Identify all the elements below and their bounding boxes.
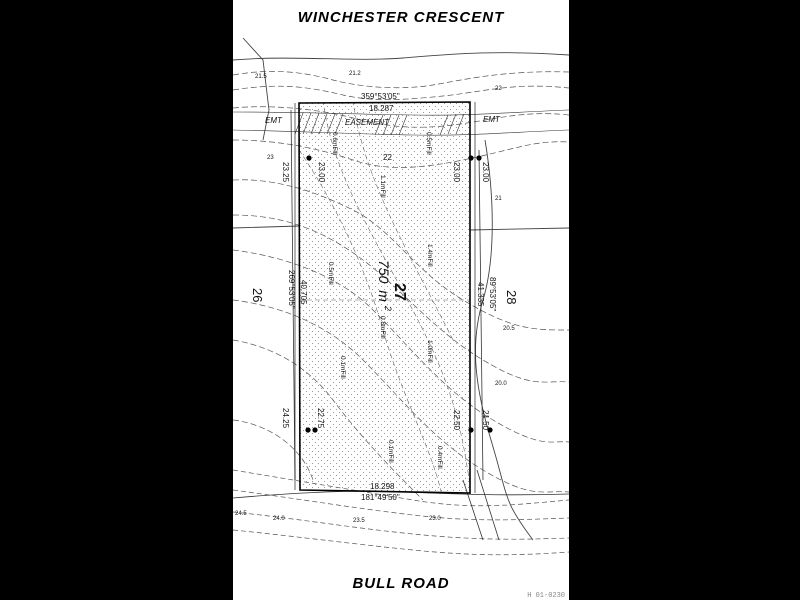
svg-text:23.00: 23.00 <box>452 162 461 183</box>
svg-text:23: 23 <box>267 155 274 161</box>
site-plan-sheet: 359°53'05" 18.287 18.298 181°49'50" 269°… <box>233 0 569 600</box>
svg-text:0.1mFill: 0.1mFill <box>339 356 346 379</box>
svg-text:22.50: 22.50 <box>452 410 461 431</box>
lot-28-number: 28 <box>504 290 519 304</box>
top-bearing: 359°53'05" <box>361 92 400 101</box>
svg-text:23.00: 23.00 <box>317 162 326 183</box>
svg-text:0.1mFill: 0.1mFill <box>387 440 394 463</box>
svg-text:23.5: 23.5 <box>353 518 365 524</box>
svg-text:0.5mFill: 0.5mFill <box>327 262 334 285</box>
lot-26-number: 26 <box>250 288 265 302</box>
svg-text:24.25: 24.25 <box>281 408 290 429</box>
left-bearing: 269°53'05" <box>287 270 296 309</box>
svg-text:0.5mFill: 0.5mFill <box>425 132 432 155</box>
svg-text:0.8mFill: 0.8mFill <box>379 316 386 339</box>
svg-text:24.0: 24.0 <box>273 516 285 522</box>
svg-text:1.1mFill: 1.1mFill <box>379 175 386 198</box>
contour-labels: 21.5 21.2 23 22 21 20.5 20.0 24.5 24.0 2… <box>235 71 515 524</box>
lot-number: 27 <box>391 283 408 301</box>
easement-tag-right: EMT <box>483 115 501 124</box>
svg-text:0.4mFill: 0.4mFill <box>436 446 443 469</box>
left-length: 40.705 <box>299 280 308 305</box>
svg-text:20.5: 20.5 <box>503 326 515 332</box>
svg-text:23.25: 23.25 <box>281 162 290 183</box>
svg-text:750 m 2: 750 m 2 <box>376 260 393 311</box>
drawing-reference: H 01-0230 <box>527 592 565 600</box>
svg-text:21.5: 21.5 <box>255 74 267 80</box>
survey-pegs <box>305 155 493 433</box>
svg-text:21.50: 21.50 <box>481 410 490 431</box>
top-length: 18.287 <box>369 104 394 113</box>
svg-text:22: 22 <box>383 153 392 162</box>
svg-text:23.00: 23.00 <box>481 162 490 183</box>
right-bearing: 89°53'05" <box>488 277 497 311</box>
area-unit: m <box>376 290 392 302</box>
easement-label: EASEMENT <box>345 118 390 127</box>
area-superscript: 2 <box>383 305 393 311</box>
svg-text:20.0: 20.0 <box>495 381 507 387</box>
svg-text:24.5: 24.5 <box>235 511 247 517</box>
lot-27-boundary <box>298 101 471 494</box>
svg-text:23.0: 23.0 <box>429 516 441 522</box>
svg-text:22: 22 <box>495 86 502 92</box>
right-length: 41.335 <box>476 282 485 307</box>
svg-text:21.2: 21.2 <box>349 71 361 77</box>
svg-text:1.4mFill: 1.4mFill <box>426 244 433 267</box>
lot-27-area <box>299 102 470 493</box>
svg-text:21: 21 <box>495 196 502 202</box>
lot-area: 750 m 2 <box>376 260 393 311</box>
svg-text:1.0mFill: 1.0mFill <box>426 340 433 363</box>
area-value: 750 <box>376 260 392 284</box>
svg-text:22.75: 22.75 <box>316 408 325 429</box>
easement-tag-left: EMT <box>265 116 283 125</box>
road-name-bull-road: BULL ROAD <box>352 575 450 592</box>
bottom-length: 18.298 <box>370 482 395 491</box>
site-plan-drawing: 359°53'05" 18.287 18.298 181°49'50" 269°… <box>233 37 569 556</box>
level-readings: 23.25 23.00 23.00 23.00 24.25 22.75 22.5… <box>281 153 490 431</box>
svg-text:0.6mFill: 0.6mFill <box>331 132 338 155</box>
fill-notes: 0.6mFill 0.5mFill 1.1mFill 1.4mFill 0.5m… <box>327 132 443 469</box>
road-name-winchester-crescent: WINCHESTER CRESCENT <box>297 9 505 26</box>
bottom-bearing: 181°49'50" <box>361 493 400 502</box>
